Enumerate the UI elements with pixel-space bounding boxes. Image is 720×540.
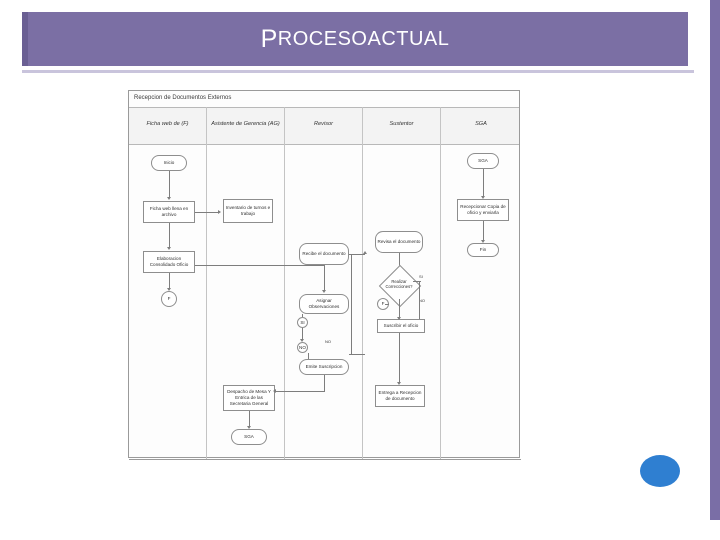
title-shadow: [22, 70, 694, 73]
lane-label-2: Revisor: [314, 121, 333, 128]
flow-diagram: Recepcion de Documentos Externos Ficha w…: [128, 90, 521, 460]
lane-label-1: Asistente de Gerencia (AG): [211, 121, 280, 128]
lane-label-4: SGA: [475, 121, 487, 128]
edge-si-no: [302, 328, 303, 340]
edge-ficha-inventario: [195, 212, 219, 213]
lane-sga: SGA: [441, 107, 521, 459]
arrowhead-sga-recepcionar: [480, 196, 485, 199]
edge-revisa-realizar: [399, 253, 400, 269]
arrowhead-ficha-inventario: [218, 209, 221, 214]
lane-header-row: [129, 107, 519, 145]
edge-si-branch: [413, 281, 421, 282]
edge-sga-recepcionar: [483, 169, 484, 197]
diagram-title: Recepcion de Documentos Externos: [134, 95, 232, 101]
node-inicio[interactable]: Inicio: [151, 155, 187, 171]
right-rail-gap: [707, 0, 710, 540]
arrowhead-si-no: [299, 339, 304, 342]
connector-f[interactable]: F: [161, 291, 177, 307]
edge-revisor-loop-top: [349, 254, 365, 255]
edge-elaboracion-conector-f: [169, 273, 170, 289]
edge-realizar-f: [385, 304, 389, 305]
edge-revisor-loop-v: [351, 254, 352, 354]
decorative-dot: [640, 455, 680, 487]
node-emite-suscripcion[interactable]: Emite Suscripcion: [299, 359, 349, 375]
lane-fichaweb: Ficha web de (F): [129, 107, 207, 459]
node-entrega-recepcion[interactable]: Entrega a Recepcion de documento: [375, 385, 425, 407]
arrowhead-despacho-sga: [246, 426, 251, 429]
right-rail: [710, 0, 720, 540]
lane-label-0: Ficha web de (F): [146, 121, 189, 128]
node-revisa-documento[interactable]: Revisa el documento: [375, 231, 423, 253]
arrowhead-emite-despacho: [273, 388, 276, 393]
title-underline: [22, 66, 688, 70]
node-sga-inicio[interactable]: SGA: [467, 153, 499, 169]
node-ficha-archivo[interactable]: Ficha web llena en archivo: [143, 201, 195, 223]
node-recepcionar-copia[interactable]: Recepcionar Copia de oficio y enviarla: [457, 199, 509, 221]
node-elaboracion-consolidado[interactable]: Elaboracion Consolidado Oficio: [143, 251, 195, 273]
arrowhead-inicio-ficha: [166, 197, 171, 200]
node-sga-final[interactable]: SGA: [231, 429, 267, 445]
decision-realizar-correcciones-label: Realizar Correcciones?: [385, 279, 413, 289]
arrowhead-recibir-asignar: [321, 290, 326, 293]
edge-emite-despacho: [324, 375, 325, 391]
edge-recibir-asignar: [324, 265, 325, 291]
title-rest: ROCESO: [277, 27, 368, 50]
title-accent-bar: [22, 12, 28, 66]
edge-elaboracion-recibir: [195, 265, 325, 266]
edge-label-no: NO: [325, 339, 331, 344]
edge-emite-despacho-h: [275, 391, 325, 392]
edge-recepcionar-fin: [483, 221, 484, 241]
lane-label-3: Sustentor: [389, 121, 414, 128]
edge-label-si: SI: [419, 274, 423, 279]
bottom-strip: [0, 520, 720, 540]
edge-inicio-ficha: [169, 171, 170, 198]
node-asignar-observaciones[interactable]: Asignar Observaciones: [299, 294, 349, 314]
node-recibir-documento[interactable]: Recibe el documento: [299, 243, 349, 265]
edge-ficha-elaboracion: [169, 223, 170, 248]
edge-revisor-loop-bottom: [349, 354, 365, 355]
title-word-actual: ACTUAL: [367, 27, 450, 50]
arrowhead-elaboracion-conector-f: [166, 288, 171, 291]
lane-revisor: Revisor: [285, 107, 363, 459]
edge-label-no-2: NO: [419, 298, 425, 303]
diagram-bottom-border: [129, 459, 521, 460]
arrowhead-recepcionar-fin: [480, 240, 485, 243]
node-inventario-turnos[interactable]: Inventario de turnos e trabajo: [223, 199, 273, 223]
node-fin[interactable]: Fin: [467, 243, 499, 257]
arrowhead-ficha-elaboracion: [166, 247, 171, 250]
connector-no[interactable]: NO: [297, 342, 308, 353]
edge-no-emite: [308, 353, 309, 359]
edge-asignar-si: [302, 314, 303, 317]
lane-sustentor: Sustentor: [363, 107, 441, 459]
node-despacho-mesa[interactable]: Despacho de Mesa Y Entrica de las Secret…: [223, 385, 275, 411]
arrowhead-realizar-suscribir: [396, 317, 401, 320]
edge-suscribir-entrega: [399, 333, 400, 383]
connector-si[interactable]: SI: [297, 317, 308, 328]
edge-despacho-sga: [249, 411, 250, 427]
lane-asistente: Asistente de Gerencia (AG): [207, 107, 285, 459]
edge-si-suscribir: [419, 281, 420, 321]
title-initial: P: [260, 24, 278, 53]
node-suscribir-oficio[interactable]: Suscribir el oficio: [377, 319, 425, 333]
arrowhead-suscribir-entrega: [396, 382, 401, 385]
arrowhead-revisor-loop: [362, 251, 367, 254]
title-band: [22, 12, 688, 66]
edge-realizar-suscribir: [399, 299, 400, 319]
